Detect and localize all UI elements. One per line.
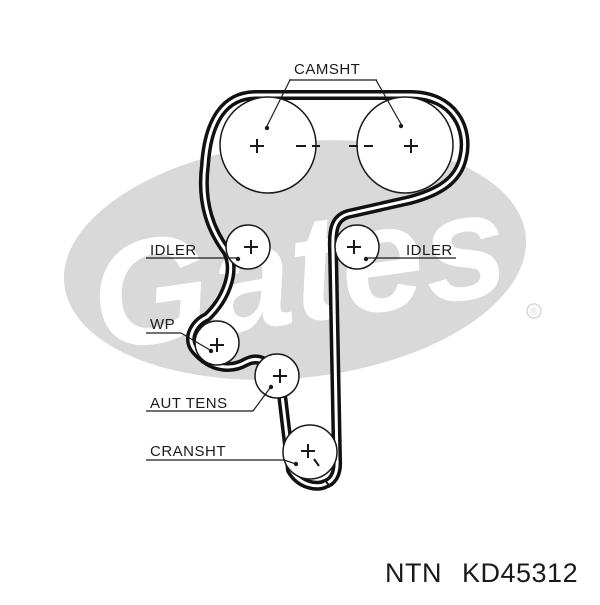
label-auto-tensioner-group: AUT TENS	[146, 384, 274, 412]
label-idler-right-group: IDLER	[363, 242, 456, 262]
part-number-brand: NTN	[385, 558, 442, 588]
registered-mark-icon: ®	[526, 303, 542, 319]
label-auto-tensioner: AUT TENS	[150, 395, 228, 412]
label-camshaft-group: CAMSHT	[264, 61, 404, 131]
idler-pulley-left	[225, 224, 271, 270]
label-crankshaft: CRANSHT	[150, 443, 226, 460]
label-idler-left-group: IDLER	[146, 242, 241, 262]
label-water-pump: WP	[150, 316, 175, 333]
label-camshaft: CAMSHT	[294, 61, 360, 78]
label-idler-left: IDLER	[150, 242, 197, 259]
idler-pulley-right	[334, 224, 380, 270]
svg-text:®: ®	[530, 307, 538, 318]
water-pump-pulley	[194, 320, 240, 366]
auto-tensioner-pulley	[254, 353, 300, 399]
label-water-pump-group: WP	[146, 316, 214, 354]
camshaft-pulley-right	[349, 96, 454, 194]
label-idler-right: IDLER	[406, 242, 453, 259]
camshaft-pulley-left	[219, 96, 320, 194]
part-number-code: KD45312	[462, 558, 578, 588]
label-crankshaft-group: CRANSHT	[146, 443, 299, 467]
part-number: NTN KD45312	[385, 558, 578, 588]
